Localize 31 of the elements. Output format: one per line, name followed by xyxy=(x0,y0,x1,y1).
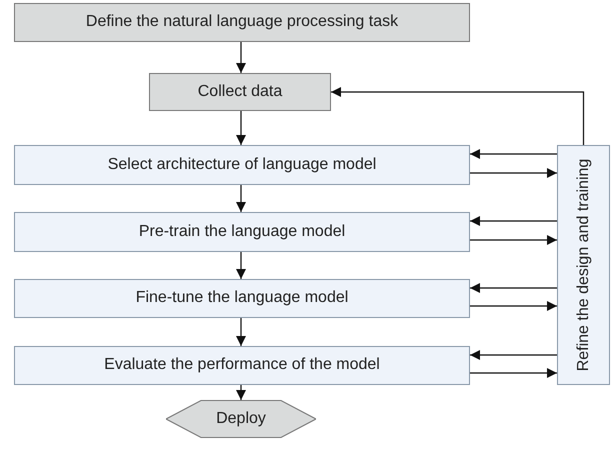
arrow xyxy=(236,111,246,145)
process-box xyxy=(14,212,470,252)
arrow xyxy=(470,283,557,293)
terminal-hexagon xyxy=(166,400,316,438)
node-label: Select architecture of language model xyxy=(108,156,376,174)
node-label: Define the natural language processing task xyxy=(86,13,398,32)
arrow xyxy=(470,235,557,245)
node-label: Collect data xyxy=(198,82,282,102)
node-label: Refine the design and training xyxy=(574,158,592,374)
arrow xyxy=(470,149,557,159)
arrow xyxy=(236,42,246,73)
arrow xyxy=(470,168,557,178)
process-box xyxy=(149,73,331,111)
arrow xyxy=(470,301,557,311)
process-box xyxy=(14,145,470,185)
arrow xyxy=(236,185,246,212)
arrow xyxy=(470,368,557,378)
arrow xyxy=(236,252,246,279)
arrow xyxy=(236,318,246,346)
feedback-box xyxy=(557,145,610,385)
arrow xyxy=(236,385,246,400)
arrow xyxy=(331,87,584,145)
arrow xyxy=(470,216,557,226)
node-label: Fine-tune the language model xyxy=(136,289,348,308)
arrow xyxy=(470,350,557,360)
node-label: Evaluate the performance of the model xyxy=(104,356,380,375)
node-label: Pre-train the language model xyxy=(138,222,346,242)
process-box xyxy=(14,279,470,318)
process-box xyxy=(14,3,470,42)
node-label: Deploy xyxy=(216,410,266,428)
process-box xyxy=(14,346,470,385)
